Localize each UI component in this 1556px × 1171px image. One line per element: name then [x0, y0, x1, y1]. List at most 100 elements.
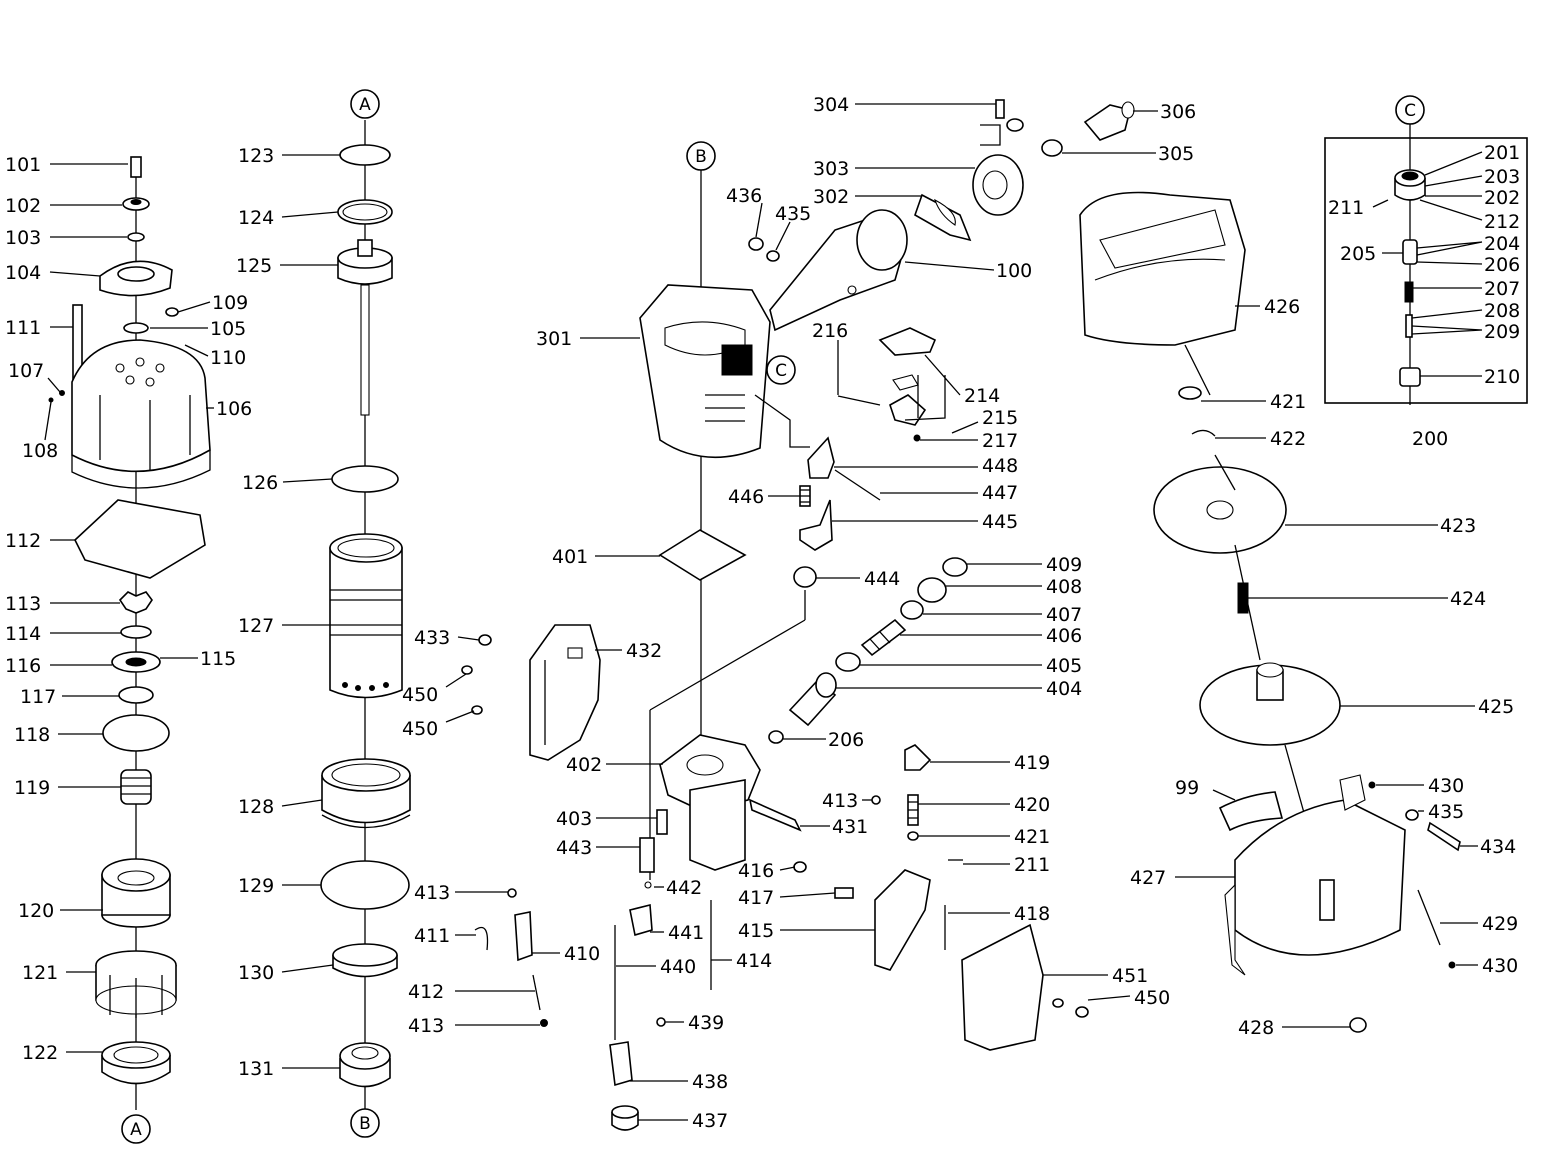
callout-label: 427 [1130, 867, 1166, 889]
callout-label: 412 [408, 981, 444, 1003]
part-434-bolt [1427, 821, 1461, 852]
ref-label: C [775, 361, 787, 381]
callout-label: 104 [5, 262, 41, 284]
callout-label: 431 [832, 816, 868, 838]
part-112-gasket [74, 499, 206, 579]
callout-label: 426 [1264, 296, 1300, 318]
callout-label: 420 [1014, 794, 1050, 816]
callout-label: 437 [692, 1110, 728, 1132]
assembly-label-200: 200 [1412, 428, 1448, 450]
callout-label: 409 [1046, 554, 1082, 576]
callout-label: 210 [1484, 366, 1520, 388]
callout-label: 413 [408, 1015, 444, 1037]
callout-label: 207 [1484, 278, 1520, 300]
callout-label: 441 [668, 922, 704, 944]
part-438-block [609, 1041, 633, 1087]
callout-label: 131 [238, 1058, 274, 1080]
part-408-cap [917, 577, 947, 603]
part-127-cylinder [329, 533, 403, 699]
part-100-housing [769, 209, 908, 332]
callout-label: 215 [982, 407, 1018, 429]
callout-label: 117 [20, 686, 56, 708]
column-piston-assembly [320, 120, 411, 1110]
callout-label: 107 [8, 360, 44, 382]
callout-label: 439 [688, 1012, 724, 1034]
callout-label: 451 [1112, 965, 1148, 987]
part-413-nut [871, 795, 881, 805]
part-402-nose [659, 734, 761, 871]
callout-label: 105 [210, 318, 246, 340]
part-407-washer [900, 600, 924, 620]
part-421-ring [907, 831, 919, 841]
callout-labels: 101 102 103 104 105 106 107 108 109 110 … [5, 94, 1520, 1132]
callout-label: 403 [556, 808, 592, 830]
callout-label: 410 [564, 943, 600, 965]
part-201-valve [1394, 169, 1426, 201]
callout-label: 445 [982, 511, 1018, 533]
callout-label: 446 [728, 486, 764, 508]
part-131-nozzle [339, 1042, 391, 1088]
callout-label: 425 [1478, 696, 1514, 718]
part-405-oring [835, 652, 861, 672]
callout-label: 440 [660, 956, 696, 978]
callout-label: 102 [5, 195, 41, 217]
callout-label: 108 [22, 440, 58, 462]
callout-label: 302 [813, 186, 849, 208]
callout-label: 119 [14, 777, 50, 799]
callout-label: 110 [210, 347, 246, 369]
callout-label: 304 [813, 94, 849, 116]
ref-circle-a-top [350, 89, 380, 119]
part-448-lever [807, 436, 835, 479]
callout-label: 401 [552, 546, 588, 568]
part-119-spring [120, 769, 152, 805]
callout-label: 450 [402, 718, 438, 740]
callout-label: 111 [5, 317, 41, 339]
callout-label: 413 [822, 790, 858, 812]
part-123-oring [339, 144, 391, 166]
callout-label: 205 [1340, 243, 1376, 265]
part-305-ring [1041, 139, 1063, 157]
callout-label: 208 [1484, 300, 1520, 322]
ref-label: B [695, 147, 707, 167]
callout-label: 435 [775, 203, 811, 225]
part-117-ring [118, 686, 154, 704]
part-122-collar [101, 1041, 171, 1085]
callout-label: 421 [1270, 391, 1306, 413]
callout-label: 406 [1046, 625, 1082, 647]
callout-label: 404 [1046, 678, 1082, 700]
part-435-washer [766, 250, 780, 262]
part-301-frame [639, 284, 771, 459]
part-432-side-plate [529, 624, 601, 761]
part-450-screw-3 [1052, 998, 1064, 1008]
callout-label: 438 [692, 1071, 728, 1093]
part-204-sleeve [1402, 239, 1418, 265]
callout-label: 101 [5, 154, 41, 176]
part-427-canister [1224, 774, 1406, 976]
part-420-spring [907, 794, 919, 826]
part-412-pin [532, 974, 541, 1011]
callout-label: 430 [1428, 775, 1464, 797]
callout-label: 206 [828, 729, 864, 751]
callout-label: 201 [1484, 142, 1520, 164]
callout-label: 211 [1328, 197, 1364, 219]
part-436-nut [748, 237, 764, 251]
callout-label: 433 [414, 627, 450, 649]
part-306-air-fitting [1083, 101, 1135, 141]
part-208-pin [1405, 314, 1413, 338]
part-404-valve-stem [788, 672, 837, 727]
callout-label: 418 [1014, 903, 1050, 925]
ref-circle-c-top [1395, 95, 1425, 125]
callout-label: 407 [1046, 604, 1082, 626]
reference-markers: A B C C A B [121, 89, 1425, 1144]
callout-label: 118 [14, 724, 50, 746]
part-401-gasket [658, 529, 747, 581]
part-450-screw [461, 665, 473, 675]
part-421-washer [1178, 386, 1202, 400]
callout-label: 408 [1046, 576, 1082, 598]
callout-label: 422 [1270, 428, 1306, 450]
callout-label: 211 [1014, 854, 1050, 876]
callout-label: 434 [1480, 836, 1516, 858]
part-130-ring [332, 943, 398, 978]
callout-label: 443 [556, 837, 592, 859]
part-128-bumper-ring [321, 758, 411, 829]
